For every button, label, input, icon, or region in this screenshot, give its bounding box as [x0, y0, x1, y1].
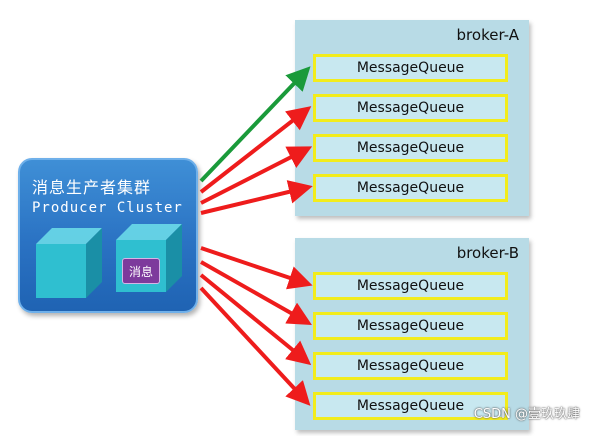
arrow-to-broker-a-queue-1: [199, 66, 311, 183]
broker-a-label: broker-A: [456, 26, 519, 44]
arrow-to-broker-a-queue-4: [200, 180, 313, 215]
broker-a-box: broker-A MessageQueue MessageQueue Messa…: [295, 20, 529, 216]
arrow-to-broker-a-queue-3: [200, 146, 313, 205]
broker-a-queue-2[interactable]: MessageQueue: [313, 94, 508, 122]
arrow-to-broker-b-queue-3: [199, 273, 312, 366]
cluster-title: 消息生产者集群: [32, 178, 152, 197]
broker-b-queue-4[interactable]: MessageQueue: [313, 392, 508, 420]
arrow-to-broker-b-queue-2: [200, 260, 312, 325]
arrow-to-broker-b-queue-4: [199, 286, 311, 406]
producer-cluster: 消息生产者集群 Producer Cluster 消息: [18, 158, 198, 313]
broker-b-queue-1[interactable]: MessageQueue: [313, 272, 508, 300]
broker-b-queue-2[interactable]: MessageQueue: [313, 312, 508, 340]
broker-b-label: broker-B: [456, 244, 519, 262]
broker-a-queue-3[interactable]: MessageQueue: [313, 134, 508, 162]
arrow-to-broker-b-queue-1: [200, 246, 313, 290]
broker-a-queue-4[interactable]: MessageQueue: [313, 174, 508, 202]
csdn-watermark: CSDN @壹玖玖肆: [473, 407, 580, 422]
broker-b-queue-3[interactable]: MessageQueue: [313, 352, 508, 380]
arrow-to-broker-a-queue-2: [199, 106, 312, 194]
cluster-subtitle: Producer Cluster: [32, 200, 183, 216]
producer-cube-1: [36, 228, 102, 298]
broker-a-queue-1[interactable]: MessageQueue: [313, 54, 508, 82]
message-badge: 消息: [122, 258, 160, 284]
broker-b-box: broker-B MessageQueue MessageQueue Messa…: [295, 238, 529, 430]
